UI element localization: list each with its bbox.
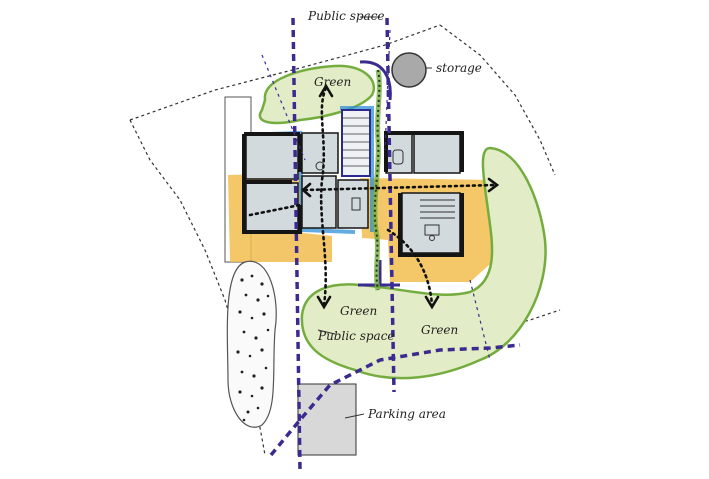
green-area-main <box>300 146 547 380</box>
arrowheads <box>301 83 500 310</box>
stair <box>341 109 371 177</box>
building-walls <box>242 131 464 257</box>
label-public-space-top: Public space <box>307 9 385 23</box>
label-green-right: Green <box>421 323 458 337</box>
parking-area <box>297 383 357 456</box>
label-parking-area: Parking area <box>367 407 446 421</box>
spine-dots <box>373 69 381 291</box>
gravel-strip <box>226 260 277 428</box>
storage-tank <box>391 52 427 88</box>
public-space-guides <box>261 29 491 361</box>
label-storage: storage <box>436 61 482 75</box>
leader-lines <box>317 16 432 419</box>
label-green-top: Green <box>314 75 351 89</box>
label-green-center: Green <box>340 304 377 318</box>
label-public-space-bottom: Public space <box>317 329 395 343</box>
movement-arrows <box>248 86 497 307</box>
